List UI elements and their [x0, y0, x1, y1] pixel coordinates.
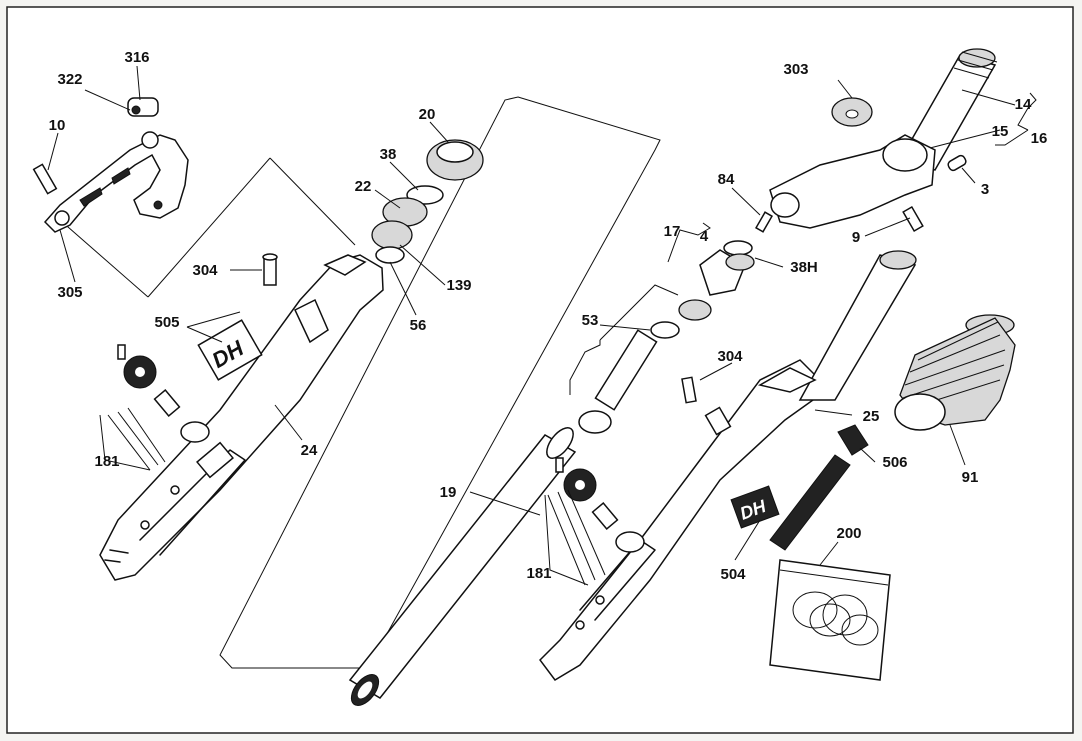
bracket-16	[995, 92, 1037, 146]
label-506: 506	[882, 454, 907, 471]
left-group-outline	[59, 157, 356, 298]
leader-lines	[47, 65, 1016, 566]
bolt-3-part	[947, 154, 967, 172]
label-91: 91	[962, 469, 979, 486]
fork-boot-91	[894, 314, 1016, 431]
label-305: 305	[57, 284, 82, 301]
damper-cap-right-part	[555, 457, 645, 553]
damper-rod-53	[578, 299, 712, 434]
label-10: 10	[49, 117, 66, 134]
clamp-316-part	[127, 97, 159, 117]
bracket-53	[569, 284, 679, 395]
diagram-border	[6, 6, 1074, 734]
right-lower-leg-25	[539, 250, 917, 681]
decal-506	[837, 424, 869, 456]
left-lower-leg-part	[99, 254, 384, 581]
label-9: 9	[852, 229, 860, 246]
damper-cap-left-part	[117, 344, 210, 443]
right-leader-fan	[547, 489, 606, 586]
label-303: 303	[783, 61, 808, 78]
headset-stack-left	[371, 139, 484, 264]
valve-84-part	[755, 211, 773, 233]
label-200: 200	[836, 525, 861, 542]
label-17: 17	[664, 223, 681, 240]
label-56: 56	[410, 317, 427, 334]
label-24: 24	[301, 442, 318, 459]
label-20: 20	[419, 106, 436, 123]
dh-decal-left: DH	[197, 319, 263, 381]
bolt-9-part	[902, 205, 924, 233]
brake-arch-part	[43, 131, 189, 233]
label-304-right: 304	[717, 348, 743, 365]
label-504: 504	[720, 566, 746, 583]
bracket-181-right	[544, 494, 589, 586]
label-304-left: 304	[192, 262, 218, 279]
label-38: 38	[380, 146, 397, 163]
left-leader-fan	[107, 407, 166, 471]
label-139: 139	[446, 277, 471, 294]
label-25: 25	[863, 408, 880, 425]
label-181-right: 181	[526, 565, 551, 582]
label-38H: 38H	[790, 259, 818, 276]
label-3: 3	[981, 181, 989, 198]
label-322: 322	[57, 71, 82, 88]
crown-15-part	[769, 134, 936, 229]
center-group-outline	[219, 96, 661, 669]
label-505: 505	[154, 314, 179, 331]
bolt-10-part	[32, 163, 58, 195]
stanchion-tube-19	[348, 427, 577, 706]
label-15: 15	[992, 123, 1009, 140]
label-53: 53	[582, 312, 599, 329]
cap-303-part	[831, 97, 873, 127]
label-22: 22	[355, 178, 372, 195]
label-19: 19	[440, 484, 457, 501]
bracket-17	[667, 222, 711, 263]
label-84: 84	[718, 171, 735, 188]
pin-304-left	[262, 253, 278, 286]
bushing-17-part	[699, 240, 755, 296]
pin-304-right	[681, 376, 697, 404]
bracket-181-left	[99, 414, 151, 471]
label-181-left: 181	[94, 453, 119, 470]
label-316: 316	[124, 49, 149, 66]
label-14: 14	[1015, 96, 1032, 113]
parts-bag-200	[769, 559, 891, 681]
label-16: 16	[1031, 130, 1048, 147]
label-4: 4	[700, 228, 709, 245]
